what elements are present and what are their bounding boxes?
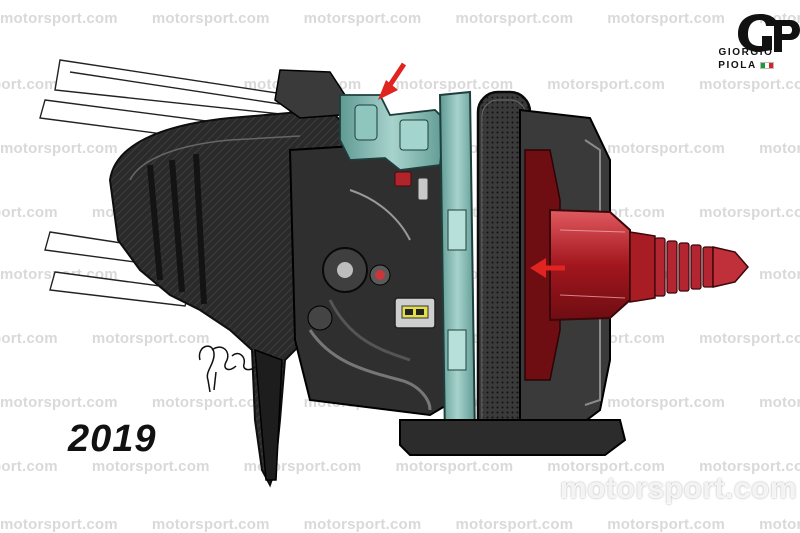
sensor-module (394, 297, 436, 329)
watermark-text: motorsport.com (455, 10, 574, 27)
watermark-text: motorsport.com (395, 458, 514, 475)
watermark-text: motorsport.com (607, 516, 726, 533)
watermark-text: motorsport.com (547, 76, 666, 93)
watermark-text: motorsport.com (759, 266, 800, 283)
watermark-text: motorsport.com (455, 516, 574, 533)
watermark-text: motorsport.com (303, 516, 422, 533)
watermark-text: motorsport.com (0, 394, 118, 411)
watermark-text: motorsport.com (607, 394, 726, 411)
watermark-text: motorsport.com (607, 10, 726, 27)
brake-caliper (339, 90, 477, 441)
watermark-text: motorsport.com (0, 458, 58, 475)
watermark-text: motorsport.com (0, 204, 58, 221)
watermark-text: motorsport.com (0, 10, 118, 27)
bleed-valve (394, 171, 429, 201)
hub-red-arrow (530, 258, 565, 278)
watermark-text: motorsport.com (699, 458, 800, 475)
watermark-text: motorsport.com (759, 516, 800, 533)
watermark-text: motorsport.com (0, 516, 118, 533)
watermark-text: motorsport.com (699, 204, 800, 221)
watermark-text: motorsport.com (0, 330, 58, 347)
watermark-text: motorsport.com (91, 330, 210, 347)
watermark-text: motorsport.com (395, 76, 514, 93)
watermark-text: motorsport.com (151, 10, 270, 27)
top-red-arrow (378, 62, 407, 100)
watermark-text: motorsport.com (0, 76, 58, 93)
watermark-text: motorsport.com (699, 330, 800, 347)
artist-signature (198, 345, 257, 393)
watermark-row: motorsport.com motorsport.com motorsport.c… (0, 10, 800, 27)
year-label: 2019 (68, 418, 157, 460)
watermark-text: motorsport.com (547, 458, 666, 475)
watermark-text: motorsport.com (151, 516, 270, 533)
watermark-text: motorsport.com (151, 394, 270, 411)
watermark-text: motorsport.com (607, 140, 726, 157)
watermark-text: motorsport.com (699, 76, 800, 93)
brake-duct (108, 69, 351, 488)
gp-logo-mark (738, 14, 800, 52)
giorgio-piola-logo: GIORGIO PIOLA (706, 8, 786, 80)
watermark-text: motorsport.com (303, 10, 422, 27)
watermark-row: motorsport.com motorsport.com motorsport.c… (0, 516, 800, 533)
logo-line2: PIOLA (706, 59, 786, 72)
italian-flag-icon (759, 61, 774, 69)
watermark-text: motorsport.com (759, 140, 800, 157)
motorsport-watermark: motorsport.com (560, 472, 798, 505)
logo-line1: GIORGIO (718, 47, 774, 58)
watermark-text: motorsport.com (759, 394, 800, 411)
watermark-text: motorsport.com (0, 140, 118, 157)
watermark-text: motorsport.com (91, 458, 210, 475)
upright (288, 138, 462, 417)
